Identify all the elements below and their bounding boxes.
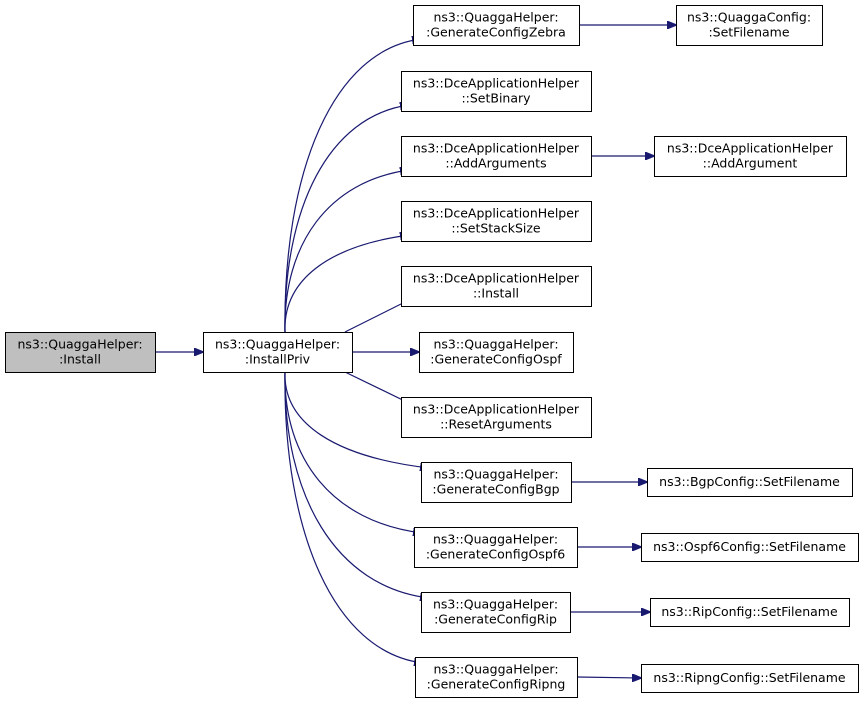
node-label-install-1: :Install xyxy=(59,352,101,367)
node-setstacksize[interactable]: ns3::DceApplicationHelper::SetStackSize xyxy=(401,201,592,242)
node-label-quaggaconfig-1: :SetFilename xyxy=(708,25,789,40)
edge-installpriv-to-genrip xyxy=(284,371,429,598)
node-label-genbgp-1: :GenerateConfigBgp xyxy=(432,482,559,497)
node-label-genospf-0: ns3::QuaggaHelper: xyxy=(433,337,558,352)
node-resetargs[interactable]: ns3::DceApplicationHelper::ResetArgument… xyxy=(401,397,592,438)
node-box-quaggaconfig xyxy=(676,5,823,46)
edge-genripng-to-ripngconfig xyxy=(576,677,641,678)
node-box-install xyxy=(5,332,156,373)
node-genzebra[interactable]: ns3::QuaggaHelper::GenerateConfigZebra xyxy=(413,5,580,46)
node-box-ripconfig xyxy=(650,598,850,627)
node-label-genripng-0: ns3::QuaggaHelper: xyxy=(433,662,558,677)
node-label-quaggaconfig-0: ns3::QuaggaConfig: xyxy=(687,10,811,25)
node-label-setbinary-0: ns3::DceApplicationHelper xyxy=(413,76,580,91)
node-label-genospf-1: :GenerateConfigOspf xyxy=(430,352,562,367)
node-label-genbgp-0: ns3::QuaggaHelper: xyxy=(433,467,558,482)
edge-installpriv-to-genospf6 xyxy=(284,371,422,533)
node-ospf6config[interactable]: ns3::Ospf6Config::SetFilename xyxy=(641,533,859,562)
node-label-genripng-1: :GenerateConfigRipng xyxy=(427,677,566,692)
node-ripngconfig[interactable]: ns3::RipngConfig::SetFilename xyxy=(641,664,859,693)
node-box-genospf6 xyxy=(414,527,578,568)
edges-layer xyxy=(155,25,676,678)
node-label-ripconfig-0: ns3::RipConfig::SetFilename xyxy=(661,604,838,619)
node-genripng[interactable]: ns3::QuaggaHelper::GenerateConfigRipng xyxy=(415,657,578,698)
node-box-genbgp xyxy=(421,462,572,503)
node-box-dceinstall xyxy=(401,266,592,307)
node-box-ripngconfig xyxy=(641,664,859,693)
node-box-addargument xyxy=(654,136,847,177)
node-label-dceinstall-0: ns3::DceApplicationHelper xyxy=(413,271,580,286)
node-label-addargument-1: ::AddArgument xyxy=(703,156,798,171)
node-box-genripng xyxy=(415,657,578,698)
node-box-addarguments xyxy=(401,136,592,177)
node-ripconfig[interactable]: ns3::RipConfig::SetFilename xyxy=(650,598,850,627)
node-dceinstall[interactable]: ns3::DceApplicationHelper::Install xyxy=(401,266,592,307)
edge-installpriv-to-addarguments xyxy=(284,170,409,333)
node-installpriv[interactable]: ns3::QuaggaHelper::InstallPriv xyxy=(203,332,353,373)
node-genospf[interactable]: ns3::QuaggaHelper::GenerateConfigOspf xyxy=(419,332,574,373)
edge-installpriv-to-setstacksize xyxy=(284,235,409,333)
node-box-bgpconfig xyxy=(647,468,853,497)
edge-installpriv-to-genzebra xyxy=(284,39,421,333)
node-label-setstacksize-0: ns3::DceApplicationHelper xyxy=(413,206,580,221)
node-label-addarguments-1: ::AddArguments xyxy=(445,156,546,171)
node-addargument[interactable]: ns3::DceApplicationHelper::AddArgument xyxy=(654,136,847,177)
node-label-bgpconfig-0: ns3::BgpConfig::SetFilename xyxy=(659,474,840,489)
node-label-addargument-0: ns3::DceApplicationHelper xyxy=(667,141,834,156)
node-box-setbinary xyxy=(401,71,592,112)
edge-installpriv-to-genripng xyxy=(284,371,423,663)
node-addarguments[interactable]: ns3::DceApplicationHelper::AddArguments xyxy=(401,136,592,177)
node-label-ospf6config-0: ns3::Ospf6Config::SetFilename xyxy=(653,539,846,554)
node-label-resetargs-1: ::ResetArguments xyxy=(440,417,552,432)
nodes-layer: ns3::QuaggaHelper::Installns3::QuaggaHel… xyxy=(5,5,859,698)
node-box-genzebra xyxy=(413,5,580,46)
node-label-ripngconfig-0: ns3::RipngConfig::SetFilename xyxy=(653,670,845,685)
edge-installpriv-to-setbinary xyxy=(284,105,409,333)
node-genbgp[interactable]: ns3::QuaggaHelper::GenerateConfigBgp xyxy=(421,462,572,503)
node-quaggaconfig[interactable]: ns3::QuaggaConfig::SetFilename xyxy=(676,5,823,46)
node-box-installpriv xyxy=(203,332,353,373)
node-install: ns3::QuaggaHelper::Install xyxy=(5,332,156,373)
node-label-setbinary-1: ::SetBinary xyxy=(461,91,531,106)
node-box-ospf6config xyxy=(641,533,859,562)
node-box-genospf xyxy=(419,332,574,373)
node-label-genrip-0: ns3::QuaggaHelper: xyxy=(433,597,558,612)
node-label-genospf6-0: ns3::QuaggaHelper: xyxy=(433,532,558,547)
edge-installpriv-to-genbgp xyxy=(284,371,429,468)
node-label-genzebra-0: ns3::QuaggaHelper: xyxy=(433,10,558,25)
node-genospf6[interactable]: ns3::QuaggaHelper::GenerateConfigOspf6 xyxy=(414,527,578,568)
node-box-setstacksize xyxy=(401,201,592,242)
node-label-genzebra-1: :GenerateConfigZebra xyxy=(426,25,566,40)
node-genrip[interactable]: ns3::QuaggaHelper::GenerateConfigRip xyxy=(421,592,571,633)
node-label-resetargs-0: ns3::DceApplicationHelper xyxy=(413,402,580,417)
node-label-addarguments-0: ns3::DceApplicationHelper xyxy=(413,141,580,156)
node-setbinary[interactable]: ns3::DceApplicationHelper::SetBinary xyxy=(401,71,592,112)
node-label-genospf6-1: :GenerateConfigOspf6 xyxy=(426,547,565,562)
node-label-installpriv-1: :InstallPriv xyxy=(245,352,311,367)
node-box-genrip xyxy=(421,592,571,633)
node-label-genrip-1: :GenerateConfigRip xyxy=(434,612,557,627)
node-label-installpriv-0: ns3::QuaggaHelper: xyxy=(215,337,340,352)
node-label-install-0: ns3::QuaggaHelper: xyxy=(17,337,142,352)
node-bgpconfig[interactable]: ns3::BgpConfig::SetFilename xyxy=(647,468,853,497)
node-box-resetargs xyxy=(401,397,592,438)
node-label-dceinstall-1: ::Install xyxy=(473,286,519,301)
node-label-setstacksize-1: ::SetStackSize xyxy=(451,221,541,236)
